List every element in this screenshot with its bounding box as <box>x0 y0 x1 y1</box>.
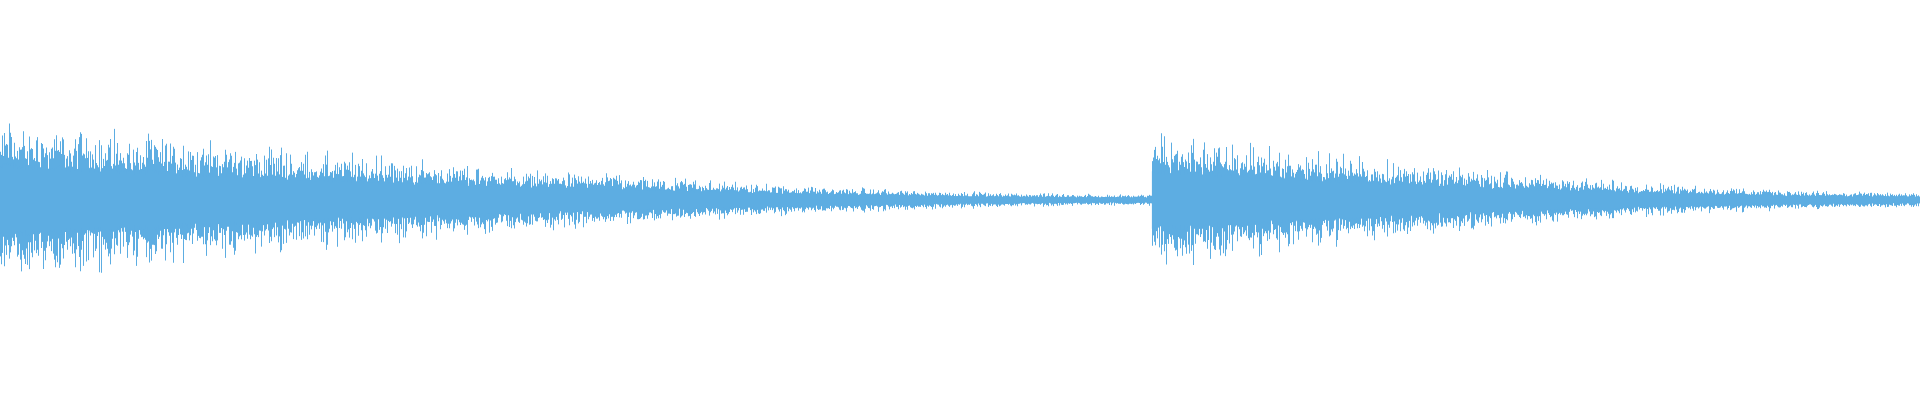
waveform-lines <box>0 123 1920 273</box>
waveform-core <box>0 162 1920 238</box>
